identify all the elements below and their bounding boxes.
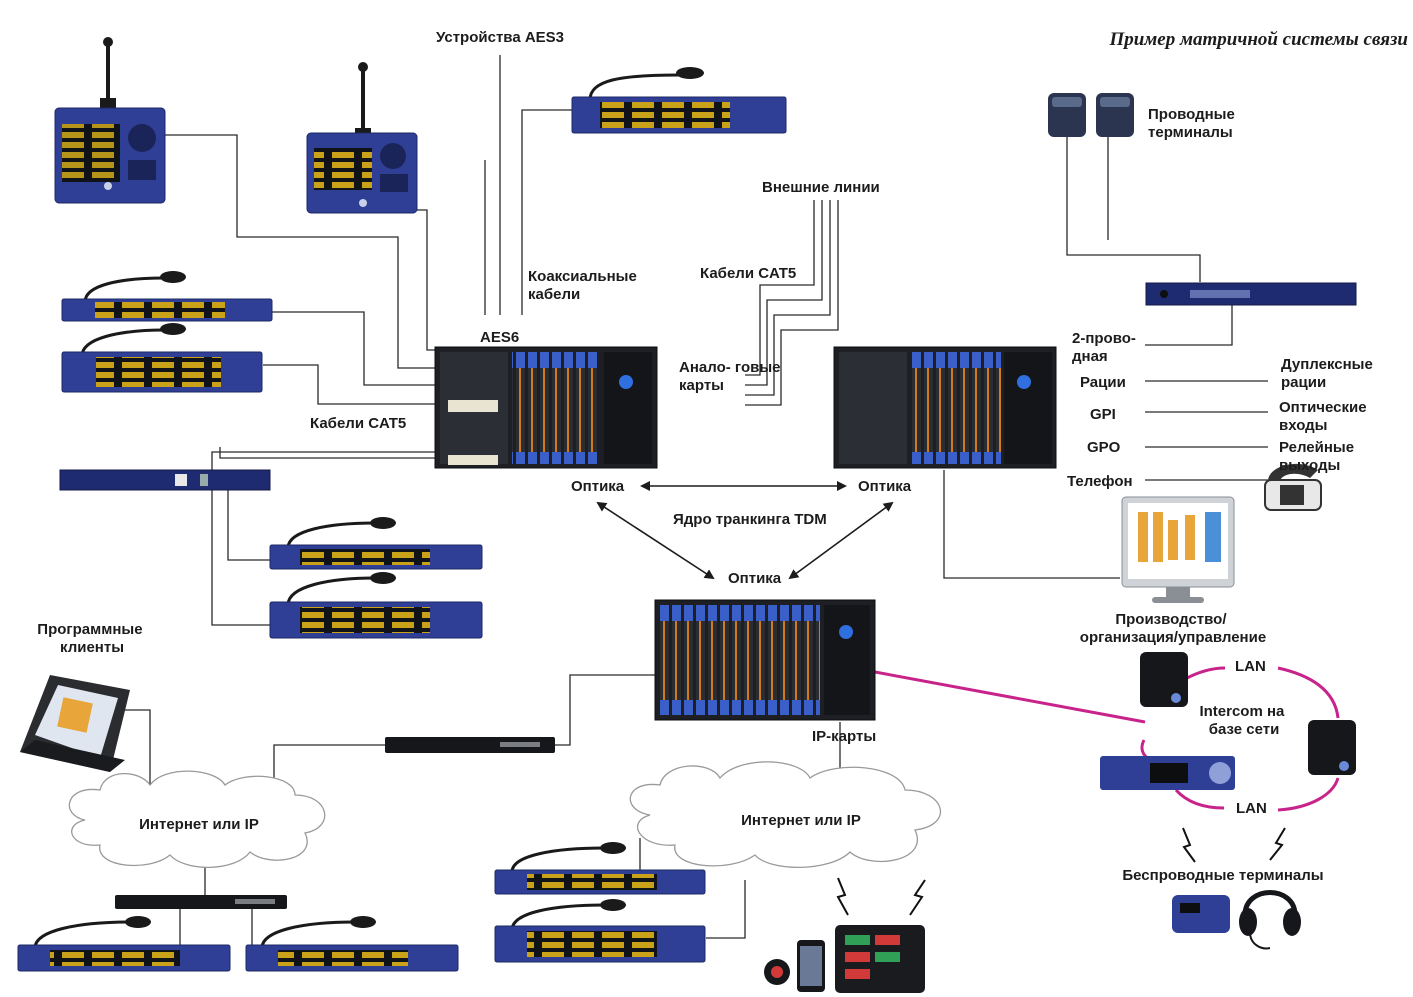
label-gpo: GPO [1087, 439, 1121, 456]
matrix-frame-left [434, 346, 658, 469]
label-software-clients: Программные клиенты [37, 621, 146, 656]
label-lan-top: LAN [1235, 658, 1266, 675]
label-optics-left: Оптика [571, 478, 625, 495]
label-production: Производство/ организация/управление [1080, 611, 1266, 646]
label-lan-bottom: LAN [1236, 800, 1267, 817]
label-network-intercom-line-2: базе сети [1209, 721, 1280, 738]
label-optical-inputs-line-2: входы [1279, 417, 1328, 434]
label-internet-right: Интернет или IP [741, 812, 861, 829]
label-optics-right: Оптика [858, 478, 912, 495]
lightning-icon [836, 877, 849, 916]
telephone [1264, 463, 1322, 511]
label-optical-inputs: Оптические входы [1279, 399, 1371, 434]
wireless-signal-icons [836, 827, 1286, 916]
lightning-icon [909, 879, 926, 916]
lightning-icon [1182, 827, 1196, 863]
label-relay-outputs-line: Релейные [1279, 439, 1354, 456]
label-wired-terminals: Проводные терминалы [1148, 106, 1239, 141]
label-internet-left: Интернет или IP [139, 816, 259, 833]
label-optical-inputs-line: Оптические [1279, 399, 1367, 416]
label-production-line-2: организация/управление [1080, 629, 1266, 646]
label-wired-terminals-line-2: терминалы [1148, 124, 1233, 141]
cloud-internet-left [68, 770, 326, 869]
label-duplex-radios-line: Дуплексные [1281, 356, 1373, 373]
label-external-lines: Внешние линии [762, 179, 880, 196]
label-analog-cards: Анало- говые карты [679, 359, 785, 394]
label-two-wire-line: 2-прово- [1072, 330, 1136, 347]
label-relay-outputs-line-2: выходы [1279, 457, 1340, 474]
cloud-internet-right [629, 761, 942, 869]
label-cat5-left: Кабели CAT5 [310, 415, 406, 432]
label-production-line: Производство/ [1115, 611, 1227, 628]
monitor [1121, 496, 1235, 603]
label-network-intercom-line: Intercom на [1199, 703, 1285, 720]
interface-unit-right [1145, 282, 1357, 306]
label-duplex-radios-line-2: рации [1281, 374, 1326, 391]
label-wired-terminals-line: Проводные [1148, 106, 1235, 123]
label-analog-cards-line: Анало- говые [679, 359, 780, 376]
label-analog-cards-line-2: карты [679, 377, 724, 394]
matrix-frame-bottom [654, 599, 876, 721]
desktop-panel-2 [306, 62, 418, 214]
matrix-frame-right [833, 346, 1057, 469]
rack-panel-left-2 [61, 323, 263, 393]
mobile-devices [764, 925, 925, 993]
rack-panel-left-3 [269, 517, 483, 570]
ip-interface-unit-left [115, 895, 287, 909]
label-two-wire: 2-прово- дная [1072, 330, 1140, 365]
label-aes6: AES6 [480, 329, 519, 346]
rack-panel-left-4 [269, 572, 483, 639]
network-intercom-devices [1100, 652, 1356, 790]
optics-arrows [596, 481, 894, 580]
label-two-wire-line-2: дная [1072, 348, 1108, 365]
label-duplex-radios: Дуплексные рации [1281, 356, 1377, 391]
label-phone: Телефон [1067, 473, 1133, 490]
rack-panel-bottom-2 [245, 916, 459, 972]
label-optics-bottom: Оптика [728, 570, 782, 587]
label-software-clients-line-2: клиенты [60, 639, 124, 656]
wires [120, 55, 1268, 952]
lightning-icon [1269, 827, 1286, 861]
rack-panel-bottom-4 [494, 899, 706, 963]
label-coax: Коаксиальные кабели [528, 268, 641, 303]
label-cat5-top: Кабели CAT5 [700, 265, 796, 282]
label-tdm-core: Ядро транкинга TDM [673, 511, 827, 528]
interface-unit-left [59, 469, 271, 491]
ip-interface-unit [385, 737, 555, 753]
label-gpi: GPI [1090, 406, 1116, 423]
rack-panel-left-1 [61, 271, 273, 322]
label-aes3: Устройства AES3 [436, 29, 564, 46]
software-client-tablet [20, 675, 130, 772]
wired-terminal-beltpacks [1048, 93, 1134, 137]
label-relay-outputs: Релейные выходы [1279, 439, 1358, 474]
rack-panel-bottom-3 [494, 842, 706, 895]
desktop-panel-1 [54, 37, 166, 204]
label-radios: Рации [1080, 374, 1126, 391]
label-wireless-terminals: Беспроводные терминалы [1122, 867, 1323, 884]
label-ip-cards: IP-карты [812, 728, 876, 745]
rack-panel-bottom-1 [17, 916, 231, 972]
wireless-terminals [1172, 890, 1301, 950]
label-coax-line-2: кабели [528, 286, 580, 303]
rack-panel-top [571, 67, 787, 134]
label-software-clients-line: Программные [37, 621, 142, 638]
diagram-title: Пример матричной системы связи [1108, 29, 1408, 50]
label-network-intercom: Intercom на базе сети [1199, 703, 1288, 738]
label-coax-line: Коаксиальные [528, 268, 637, 285]
